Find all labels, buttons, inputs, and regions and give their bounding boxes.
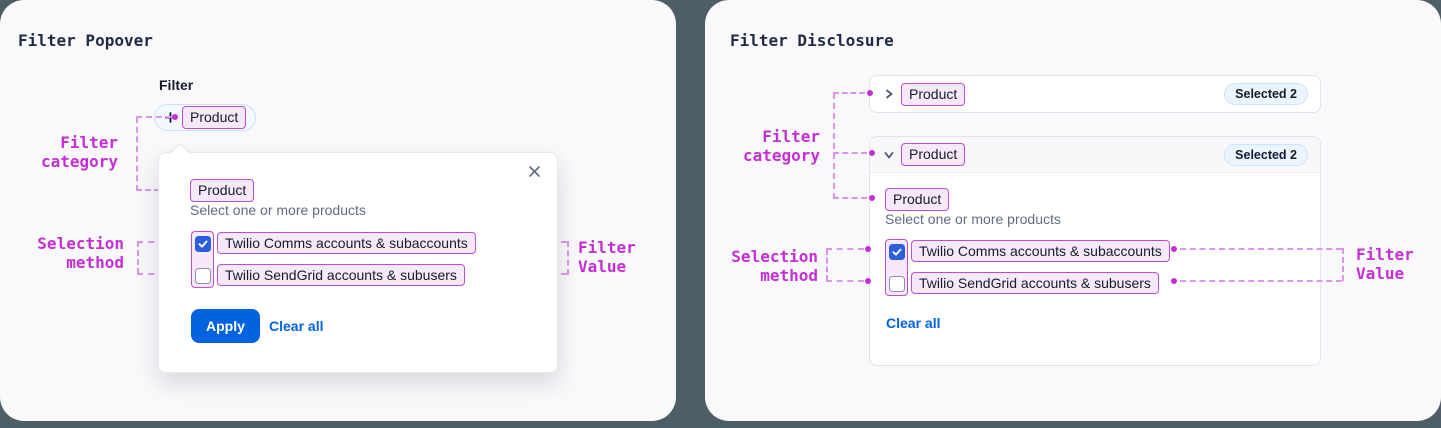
- filter-category-chip: Product: [901, 82, 966, 106]
- close-icon[interactable]: [528, 165, 541, 178]
- annotation-filter-category: Filter category: [742, 127, 820, 165]
- panel-title: Filter Popover: [18, 31, 153, 50]
- check-icon: [198, 239, 208, 249]
- connector-line: [833, 152, 867, 154]
- connector-line: [826, 249, 828, 281]
- annotation-filter-value: Filter Value: [1356, 245, 1414, 283]
- disclosure-header-collapsed[interactable]: Product Selected 2: [870, 76, 1320, 112]
- connector-dot: [865, 278, 871, 284]
- filter-value-option-1[interactable]: Twilio Comms accounts & subaccounts: [911, 240, 1170, 262]
- filter-value-option-2[interactable]: Twilio SendGrid accounts & subusers: [911, 272, 1159, 294]
- connector-line: [137, 241, 139, 274]
- filter-popover-panel: Filter Popover Filter Product Product Se…: [0, 0, 676, 421]
- filter-disclosure-panel: Filter Disclosure Product Selected 2 Pro…: [705, 0, 1441, 421]
- selection-method-highlight: [885, 239, 908, 296]
- chevron-right-icon: [884, 89, 894, 99]
- connector-dot: [172, 114, 178, 120]
- annotation-selection-method: Selection method: [731, 247, 818, 285]
- apply-button[interactable]: Apply: [191, 309, 260, 343]
- connector-dot: [867, 90, 873, 96]
- checkbox-option-2[interactable]: [888, 276, 905, 292]
- annotation-filter-value: Filter Value: [578, 238, 636, 276]
- add-filter-button[interactable]: Product: [154, 104, 257, 131]
- connector-line: [833, 92, 865, 94]
- clear-all-link[interactable]: Clear all: [269, 318, 324, 334]
- selected-count-badge: Selected 2: [1224, 83, 1308, 105]
- connector-line: [137, 241, 177, 243]
- panel-title: Filter Disclosure: [730, 31, 894, 50]
- connector-line: [137, 273, 177, 275]
- popover-helper-text: Select one or more products: [190, 202, 366, 218]
- connector-line: [826, 280, 864, 282]
- checkbox-option-1[interactable]: [194, 236, 211, 252]
- disclosure-header-expanded[interactable]: Product Selected 2: [870, 137, 1320, 173]
- disclosure-card-collapsed: Product Selected 2: [869, 75, 1321, 113]
- connector-line: [833, 93, 835, 199]
- filter-popover: Product Select one or more products Twil…: [158, 152, 558, 373]
- connector-line: [826, 248, 864, 250]
- clear-all-link[interactable]: Clear all: [886, 315, 941, 331]
- connector-line: [136, 189, 178, 191]
- connector-dot: [869, 150, 875, 156]
- connector-line: [136, 116, 172, 118]
- checkbox-option-2[interactable]: [194, 268, 211, 284]
- filter-category-chip: Product: [901, 143, 966, 166]
- filter-label: Filter: [159, 77, 194, 93]
- connector-line: [1342, 248, 1344, 281]
- connector-line: [833, 197, 867, 199]
- checkbox-option-1[interactable]: [888, 244, 905, 260]
- connector-dot: [1171, 246, 1177, 252]
- connector-line: [1180, 248, 1342, 250]
- connector-dot: [869, 195, 875, 201]
- connector-line: [567, 241, 569, 275]
- body-helper-text: Select one or more products: [885, 211, 1061, 227]
- selection-method-highlight: [191, 231, 214, 288]
- body-category-chip: Product: [885, 188, 950, 211]
- connector-line: [136, 117, 138, 191]
- check-icon: [892, 247, 902, 257]
- connector-dot: [1171, 278, 1177, 284]
- annotation-selection-method: Selection method: [37, 234, 124, 272]
- disclosure-card-expanded: Product Selected 2 Product Select one or…: [869, 136, 1321, 366]
- connector-line: [1180, 280, 1342, 282]
- filter-value-option-1[interactable]: Twilio Comms accounts & subaccounts: [217, 232, 476, 254]
- chevron-down-icon: [884, 150, 894, 160]
- filter-category-chip: Product: [182, 106, 247, 129]
- connector-dot: [865, 246, 871, 252]
- popover-category-chip: Product: [190, 179, 255, 202]
- selected-count-badge: Selected 2: [1224, 143, 1308, 166]
- filter-value-option-2[interactable]: Twilio SendGrid accounts & subusers: [217, 264, 465, 286]
- annotation-filter-category: Filter category: [40, 133, 118, 171]
